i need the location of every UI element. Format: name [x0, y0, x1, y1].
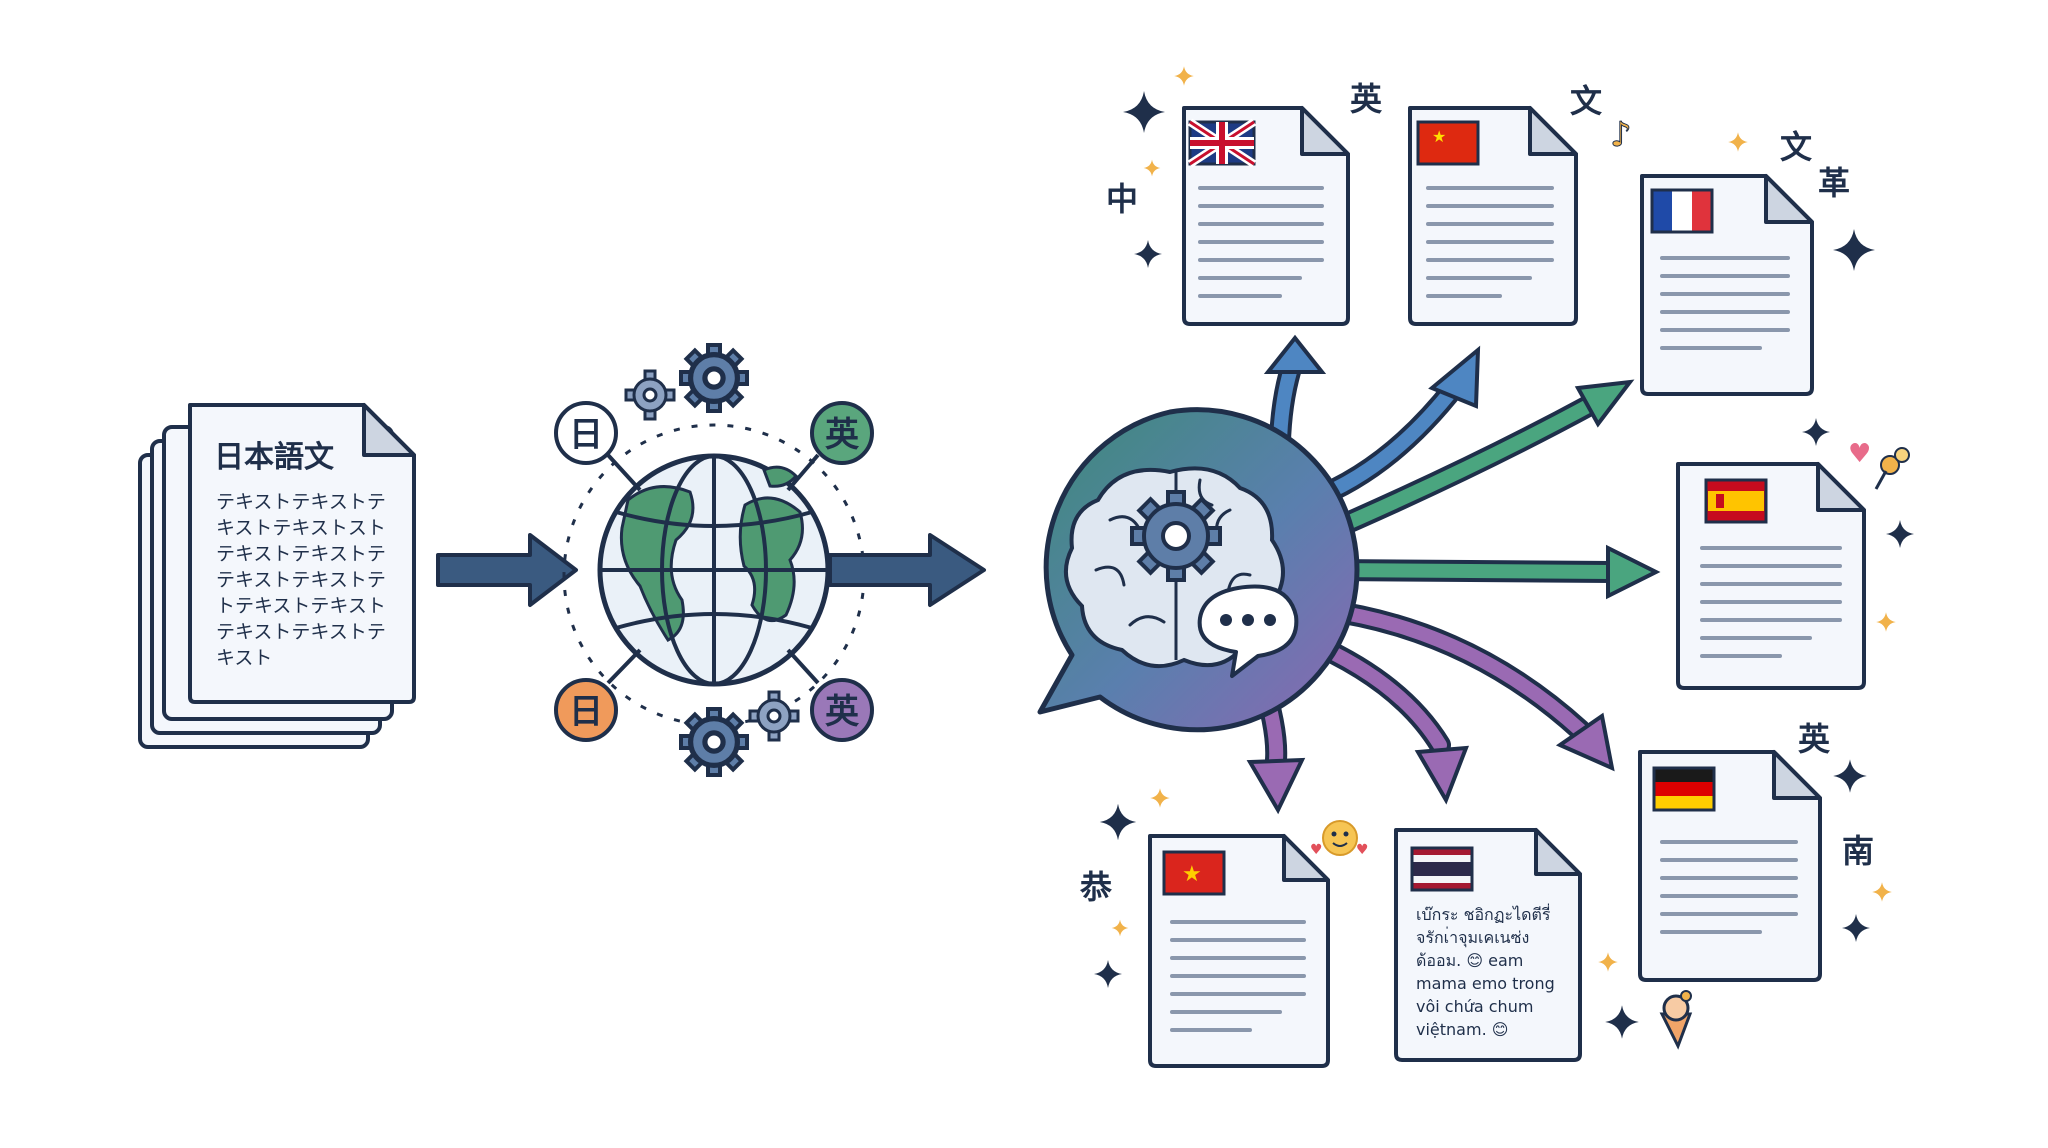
source-line: テキストテキストテ — [216, 621, 386, 643]
svg-text:日: 日 — [569, 415, 603, 455]
svg-text:♥: ♥ — [1356, 842, 1369, 858]
france-flag — [1650, 188, 1714, 234]
united-kingdom-flag — [1187, 118, 1257, 168]
svg-text:★: ★ — [1182, 862, 1202, 887]
arrow-to-ai — [828, 533, 986, 607]
svg-text:♥: ♥ — [1310, 842, 1323, 858]
badge-en-top: 英 — [810, 401, 874, 465]
sparkle-icon — [1872, 882, 1892, 902]
floating-char: 英 — [1350, 80, 1383, 118]
thailand-flag — [1410, 846, 1474, 892]
spain-flag — [1704, 478, 1768, 524]
badge-en-bottom: 英 — [810, 678, 874, 742]
floating-char: 革 — [1818, 164, 1850, 202]
gear-icon — [679, 707, 749, 777]
output-document-fr — [1640, 174, 1814, 396]
sparkle-icon — [1605, 1005, 1639, 1039]
floating-char: 文 — [1780, 128, 1812, 166]
floating-char: 文 — [1570, 82, 1602, 120]
floating-char: 南 — [1842, 832, 1874, 870]
sparkle-icon — [1833, 759, 1867, 793]
svg-text:★: ★ — [1432, 127, 1446, 146]
source-line: キスト — [216, 647, 272, 669]
svg-text:ด้ออม. 😊 eam: ด้ออม. 😊 eam — [1416, 951, 1523, 970]
arrow-to-globe — [436, 533, 578, 607]
sparkle-icon — [1598, 952, 1618, 972]
thai-document-text: เบ๊กระ ชอิกฏะไดตีรี่ จรักเ่าจุมเคเนซ่ง ด… — [1416, 903, 1555, 1039]
floating-char: 中 — [1106, 180, 1138, 218]
sparkle-icon — [1728, 132, 1748, 152]
floating-char: 恭 — [1079, 868, 1113, 906]
floating-char: 英 — [1798, 720, 1831, 758]
sparkle-icon — [1886, 520, 1914, 548]
china-flag: ★ — [1416, 120, 1480, 166]
vietnam-flag: ★ — [1162, 850, 1226, 896]
germany-flag — [1652, 766, 1716, 812]
svg-text:日: 日 — [569, 692, 603, 732]
globe-hub: 日 英 日 英 — [554, 343, 874, 777]
source-line: トテキストテキスト — [216, 595, 386, 617]
output-document-vn: ★ — [1148, 834, 1330, 1068]
heart-icon: ♥ — [1848, 439, 1871, 469]
gear-icon — [624, 369, 676, 421]
output-document-th: เบ๊กระ ชอิกฏะไดตีรี่ จรักเ่าจุมเคเนซ่ง ด… — [1394, 828, 1582, 1062]
smiley-face-icon: ♥ ♥ — [1310, 820, 1369, 858]
source-line: テキストテキストテ — [216, 569, 386, 591]
sparkle-icon — [1143, 159, 1161, 177]
source-line: テキストテキストテ — [216, 491, 386, 513]
source-line: キストテキストスト — [216, 517, 386, 539]
svg-text:จรักเ่าจุมเคเนซ่ง: จรักเ่าจุมเคเนซ่ง — [1416, 926, 1529, 948]
source-document-title: 日本語文 — [214, 440, 334, 475]
source-line: テキストテキストテ — [216, 543, 386, 565]
svg-text:เบ๊กระ ชอิกฏะไดตีรี่: เบ๊กระ ชอิกฏะไดตีรี่ — [1416, 903, 1551, 924]
sparkle-icon — [1123, 91, 1165, 133]
gear-icon — [679, 343, 749, 413]
sparkle-icon — [1150, 788, 1170, 808]
ice-cream-icon — [1659, 990, 1693, 1050]
svg-text:mama emo trong: mama emo trong — [1416, 974, 1555, 993]
sparkle-icon — [1842, 914, 1870, 942]
output-document-de — [1638, 750, 1822, 982]
sparkle-icon — [1174, 66, 1194, 86]
ai-translation-engine — [1037, 407, 1360, 733]
svg-text:英: 英 — [825, 415, 860, 455]
sparkle-icon — [1802, 418, 1830, 446]
sparkle-icon — [1833, 229, 1875, 271]
sparkle-icon — [1876, 612, 1896, 632]
svg-text:vôi chứa chum: vôi chứa chum — [1416, 997, 1533, 1016]
sparkle-icon — [1111, 919, 1129, 937]
gear-icon — [1130, 490, 1222, 582]
music-note-icon: ♪ — [1610, 115, 1632, 155]
output-arrows — [1246, 334, 1661, 815]
source-document-body: テキストテキストテ キストテキストスト テキストテキストテ テキストテキストテ … — [216, 491, 386, 669]
badge-ja-bottom: 日 — [554, 678, 618, 742]
decorations: ♪ ♥ ♥ ♥ — [1094, 66, 1914, 1050]
output-document-es — [1676, 462, 1866, 690]
svg-text:英: 英 — [825, 692, 860, 732]
svg-text:việtnam. 😊: việtnam. 😊 — [1416, 1020, 1508, 1039]
chat-bubble-icon — [1197, 584, 1299, 678]
sparkle-icon — [1134, 240, 1162, 268]
floating-characters: 英 中 文 文 革 英 南 恭 — [1079, 80, 1874, 906]
output-document-cn: ★ — [1408, 106, 1578, 326]
flower-icon — [1874, 447, 1910, 490]
gear-icon — [748, 690, 800, 742]
output-document-uk — [1182, 106, 1350, 326]
sparkle-icon — [1094, 960, 1122, 988]
badge-ja-top: 日 — [554, 401, 618, 465]
source-document-stack: 日本語文 テキストテキストテ キストテキストスト テキストテキストテ テキストテ… — [138, 403, 416, 749]
sparkle-icon — [1099, 803, 1137, 841]
